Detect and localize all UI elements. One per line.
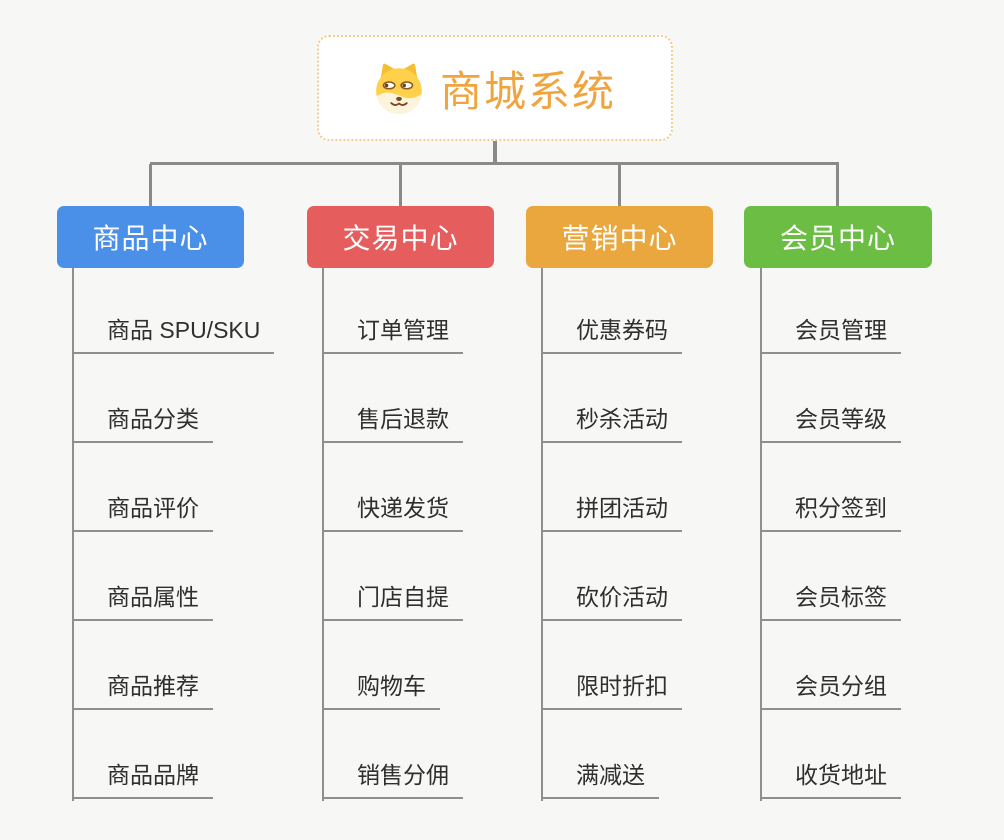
leaf-shopping-cart[interactable]: 购物车 — [322, 672, 440, 710]
branch-label: 营销中心 — [561, 223, 678, 254]
leaf-member-tag[interactable]: 会员标签 — [760, 583, 901, 621]
column-line-member-center — [760, 267, 762, 801]
leaf-flash-sale[interactable]: 秒杀活动 — [541, 405, 682, 443]
branch-node-product-center[interactable]: 商品中心 — [57, 206, 244, 268]
branch-label: 交易中心 — [342, 223, 459, 254]
connector-drop-member-center — [836, 164, 839, 207]
root-node-mall-system[interactable]: 商城系统 — [317, 35, 673, 141]
branch-node-trade-center[interactable]: 交易中心 — [307, 206, 494, 268]
leaf-after-sales-refund[interactable]: 售后退款 — [322, 405, 463, 443]
column-line-product-center — [72, 267, 74, 801]
connector-drop-product-center — [149, 164, 152, 207]
leaf-full-reduction[interactable]: 满减送 — [541, 761, 659, 799]
branch-bus-connector — [150, 162, 839, 165]
leaf-product-category[interactable]: 商品分类 — [72, 405, 213, 443]
leaf-member-management[interactable]: 会员管理 — [760, 316, 901, 354]
leaf-shipping-address[interactable]: 收货地址 — [760, 761, 901, 799]
leaf-limited-time-discount[interactable]: 限时折扣 — [541, 672, 682, 710]
leaf-points-checkin[interactable]: 积分签到 — [760, 494, 901, 532]
column-line-marketing-center — [541, 267, 543, 801]
leaf-product-recommendation[interactable]: 商品推荐 — [72, 672, 213, 710]
branch-label: 商品中心 — [92, 223, 209, 254]
leaf-sales-commission[interactable]: 销售分佣 — [322, 761, 463, 799]
branch-node-marketing-center[interactable]: 营销中心 — [526, 206, 713, 268]
leaf-group-buy[interactable]: 拼团活动 — [541, 494, 682, 532]
leaf-product-review[interactable]: 商品评价 — [72, 494, 213, 532]
leaf-store-pickup[interactable]: 门店自提 — [322, 583, 463, 621]
leaf-order-management[interactable]: 订单管理 — [322, 316, 463, 354]
connector-drop-marketing-center — [618, 164, 621, 207]
leaf-member-group[interactable]: 会员分组 — [760, 672, 901, 710]
leaf-bargain-activity[interactable]: 砍价活动 — [541, 583, 682, 621]
shiba-dog-face-icon — [376, 63, 422, 114]
column-line-trade-center — [322, 267, 324, 801]
leaf-product-spu-sku[interactable]: 商品 SPU/SKU — [72, 316, 275, 354]
root-stem-connector — [493, 140, 497, 164]
leaf-product-brand[interactable]: 商品品牌 — [72, 761, 213, 799]
leaf-express-delivery[interactable]: 快递发货 — [322, 494, 463, 532]
leaf-coupon-code[interactable]: 优惠券码 — [541, 316, 682, 354]
leaf-product-attribute[interactable]: 商品属性 — [72, 583, 213, 621]
leaf-member-level[interactable]: 会员等级 — [760, 405, 901, 443]
root-node-label: 商城系统 — [439, 67, 616, 115]
connector-drop-trade-center — [399, 164, 402, 207]
branch-node-member-center[interactable]: 会员中心 — [744, 206, 932, 268]
branch-label: 会员中心 — [779, 223, 896, 254]
